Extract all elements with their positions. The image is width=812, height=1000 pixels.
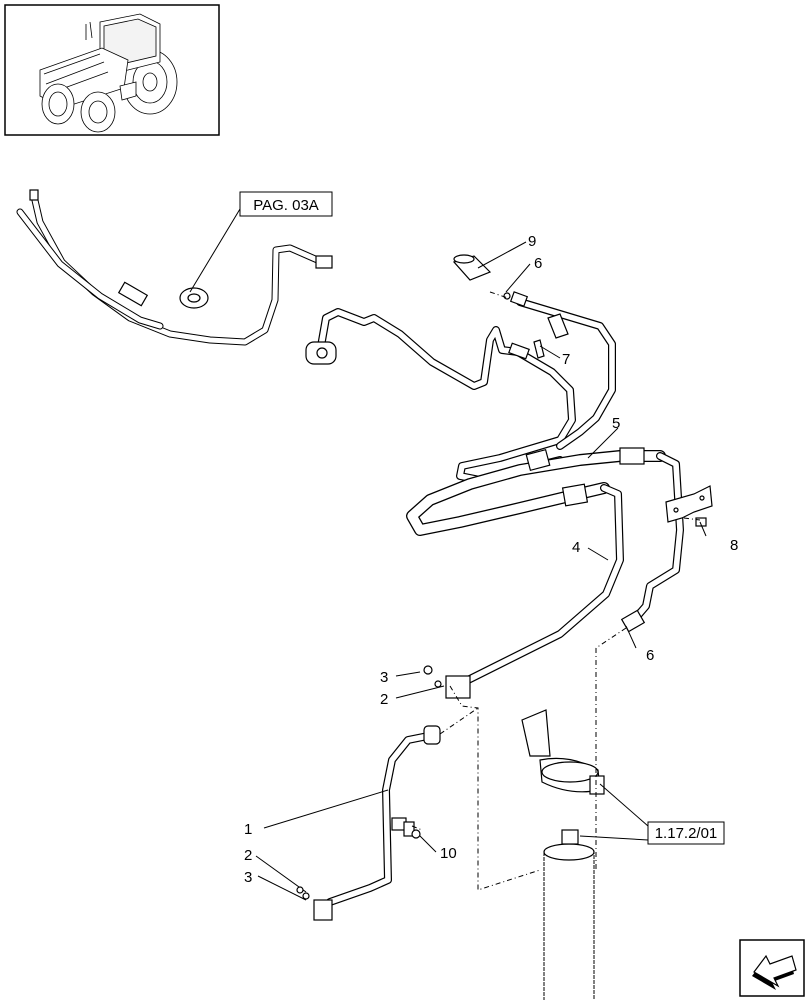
upper-pipe-group xyxy=(305,298,616,484)
sleeve-part xyxy=(452,254,492,281)
next-page-arrow-icon[interactable] xyxy=(739,939,805,997)
callout-6-upper: 6 xyxy=(534,255,542,272)
callout-5: 5 xyxy=(612,415,620,432)
pipe-5-right xyxy=(620,452,684,633)
callout-4: 4 xyxy=(572,539,580,556)
hose-group xyxy=(406,447,666,536)
clip-part xyxy=(533,313,569,359)
page-reference-label: PAG. 03A xyxy=(253,197,319,214)
callout-3-lower: 3 xyxy=(244,869,252,886)
callout-2-lower: 2 xyxy=(244,847,252,864)
page-reference-link[interactable]: PAG. 03A xyxy=(189,191,333,293)
drier-reference-label: 1.17.2/01 xyxy=(655,825,718,842)
callout-2-upper: 2 xyxy=(380,691,388,708)
callout-1: 1 xyxy=(244,821,252,838)
tractor-thumbnail-icon xyxy=(4,4,220,136)
callout-9: 9 xyxy=(528,233,536,250)
receiver-drier xyxy=(521,709,605,1000)
callout-3-upper: 3 xyxy=(380,669,388,686)
callout-7: 7 xyxy=(562,351,570,368)
leader-lines xyxy=(255,241,707,901)
drier-reference-link[interactable]: 1.17.2/01 xyxy=(647,821,725,845)
alignment-lines xyxy=(411,291,701,891)
bracket xyxy=(665,485,713,523)
pipe-1 xyxy=(313,725,441,921)
callout-6-lower: 6 xyxy=(646,647,654,664)
callout-10: 10 xyxy=(440,845,457,862)
callout-8: 8 xyxy=(730,537,738,554)
upper-left-pipe-assembly xyxy=(16,189,333,346)
pipe-4 xyxy=(445,484,624,699)
